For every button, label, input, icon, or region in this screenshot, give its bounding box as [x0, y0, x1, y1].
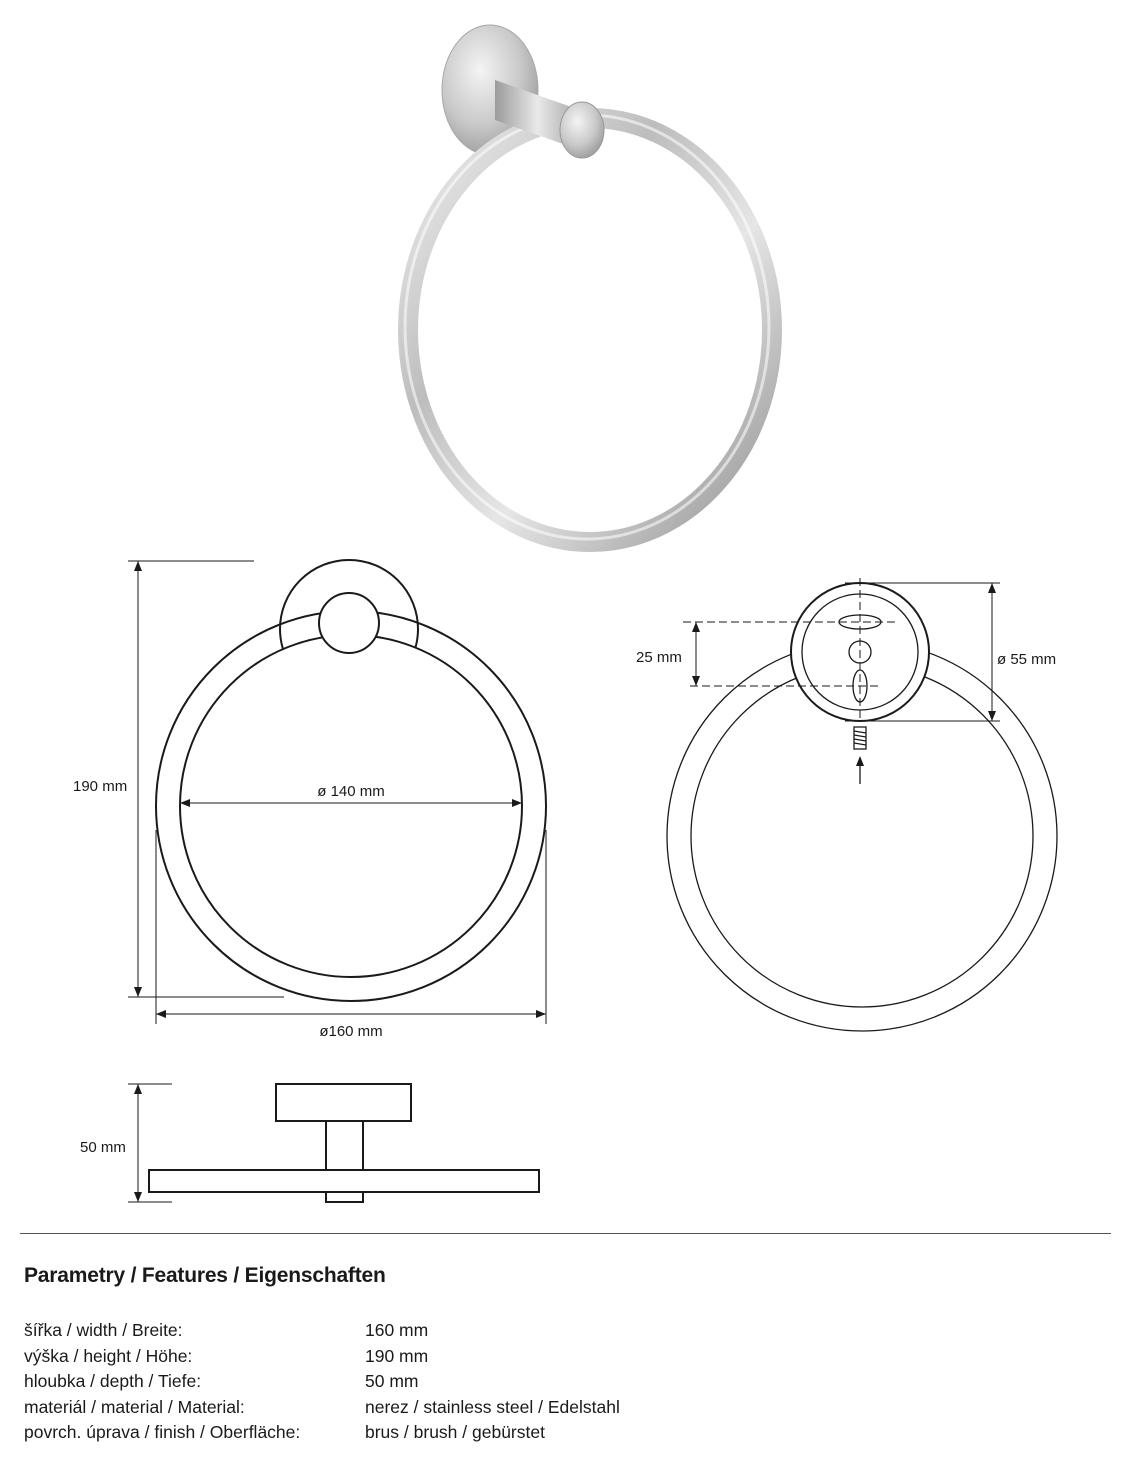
front-dimensions: [128, 560, 547, 1024]
side-dimensions: [128, 1083, 172, 1203]
side-ring-bar: [148, 1169, 540, 1193]
front-arrowheads: [134, 561, 546, 1018]
section-divider: [20, 1233, 1111, 1234]
screw-insert-arrow: [856, 756, 864, 766]
feature-label: výška / height / Höhe:: [24, 1345, 193, 1366]
features-title: Parametry / Features / Eigenschaften: [24, 1264, 386, 1287]
mounting-screw: [853, 726, 867, 784]
features-rows: šířka / width / Breite: 160 mm výška / hei…: [24, 1318, 620, 1446]
feature-value: brus / brush / gebürstet: [365, 1422, 545, 1442]
rear-arrowheads: [692, 583, 996, 721]
front-inner-ring: [179, 634, 523, 978]
product-photo: [398, 24, 782, 552]
towel-ring-photo: [398, 24, 782, 552]
front-post-cap: [318, 592, 380, 654]
photo-ring: [398, 108, 782, 552]
side-view: [148, 1083, 540, 1203]
side-arrowheads: [134, 1084, 142, 1202]
rear-dimensions: [695, 582, 1000, 722]
feature-label: materiál / material / Material:: [24, 1396, 245, 1417]
photo-post-end: [559, 101, 605, 159]
rear-centerlines: [683, 578, 895, 722]
feature-row: hloubka / depth / Tiefe: 50 mm: [24, 1369, 620, 1395]
side-rosette: [275, 1083, 412, 1122]
feature-label: hloubka / depth / Tiefe:: [24, 1371, 202, 1391]
feature-value: 190 mm: [365, 1345, 429, 1366]
feature-row: materiál / material / Material: nerez / s…: [24, 1395, 620, 1421]
feature-row: výška / height / Höhe: 190 mm: [24, 1344, 620, 1370]
technical-drawings: 190 mm ø 140 mm ø160 mm 25 mm ø 55: [73, 559, 1058, 1203]
outer-diameter-label: ø160 mm: [319, 1023, 382, 1040]
feature-label: šířka / width / Breite:: [24, 1320, 183, 1340]
height-dimension-label: 190 mm: [73, 778, 127, 795]
feature-label: povrch. úprava / finish / Oberfläche:: [24, 1422, 301, 1442]
photo-post: [495, 80, 580, 150]
feature-row: povrch. úprava / finish / Oberfläche: bru…: [24, 1420, 620, 1446]
features-table: šířka / width / Breite: 160 mm výška / hei…: [24, 1318, 620, 1446]
feature-value: 160 mm: [365, 1320, 429, 1340]
rosette-diameter-label: ø 55 mm: [997, 651, 1056, 668]
hole-spacing-label: 25 mm: [636, 649, 682, 666]
feature-value: nerez / stainless steel / Edelstahl: [365, 1396, 620, 1417]
feature-row: šířka / width / Breite: 160 mm: [24, 1318, 620, 1344]
front-view: [155, 559, 547, 1002]
feature-value: 50 mm: [365, 1371, 419, 1391]
inner-diameter-label: ø 140 mm: [317, 783, 385, 800]
depth-dimension-label: 50 mm: [80, 1139, 126, 1156]
